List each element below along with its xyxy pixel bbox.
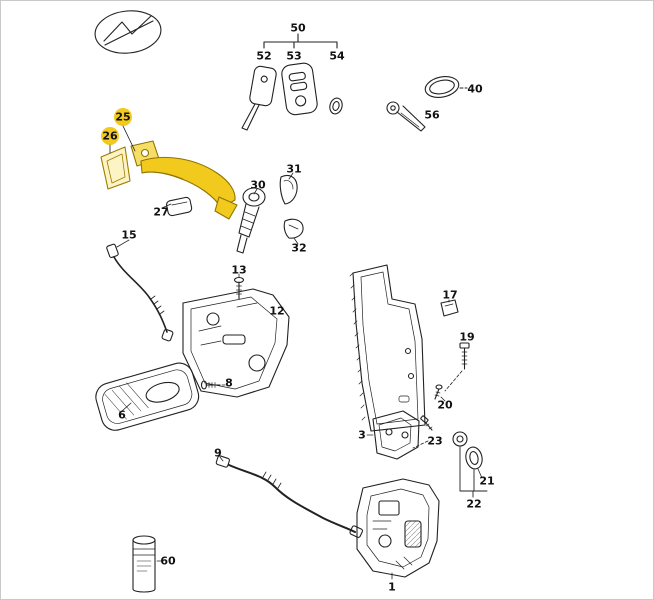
part-label-21: 21 <box>479 474 495 488</box>
part-40-gasket <box>424 76 468 98</box>
part-label-19: 19 <box>459 330 475 344</box>
part-label-6: 6 <box>118 408 126 422</box>
part-53-remote-key <box>281 62 318 116</box>
bracket-50 <box>263 33 338 49</box>
part-label-22: 22 <box>466 497 482 511</box>
part-19-screw <box>444 342 470 392</box>
part-23-screw <box>412 415 433 449</box>
highlight-badges <box>101 108 132 145</box>
part-label-8: 8 <box>225 376 233 390</box>
part-60-grease-tube <box>132 535 163 593</box>
part-20-screw <box>434 384 443 400</box>
part-label-17: 17 <box>442 288 458 302</box>
part-label-53: 53 <box>286 49 302 63</box>
part-label-9: 9 <box>214 446 222 460</box>
part-label-50: 50 <box>290 21 306 35</box>
part-52-key <box>241 65 277 131</box>
part-label-60: 60 <box>160 554 176 568</box>
part-17-clip <box>440 299 459 317</box>
part-27-cap <box>166 196 193 217</box>
part-label-3: 3 <box>358 428 366 442</box>
part-label-52: 52 <box>256 49 272 63</box>
part-label-32: 32 <box>291 241 307 255</box>
part-label-54: 54 <box>329 49 345 63</box>
part-label-31: 31 <box>286 162 302 176</box>
part-label-23: 23 <box>427 434 443 448</box>
part-label-15: 15 <box>121 228 137 242</box>
part-9-bowden-cable <box>215 455 364 538</box>
brand-logo-icon <box>94 10 162 54</box>
part-label-1: 1 <box>388 580 396 594</box>
part-label-25: 25 <box>115 110 131 124</box>
part-label-40: 40 <box>467 82 483 96</box>
part-label-20: 20 <box>437 398 453 412</box>
part-label-12: 12 <box>269 304 285 318</box>
part-21-grommets <box>452 431 483 479</box>
part-15-cable <box>106 243 174 342</box>
bracket-22 <box>459 446 488 498</box>
door-frame-section <box>349 264 426 432</box>
part-54-ring <box>329 97 343 115</box>
part-label-27: 27 <box>153 205 169 219</box>
part-31-cap <box>279 174 298 205</box>
leader-lines <box>109 125 450 462</box>
part-32-cap <box>283 218 304 239</box>
part-label-30: 30 <box>250 178 266 192</box>
part-8-screw <box>200 380 226 390</box>
part-13-screw <box>233 276 245 300</box>
part-6-trim <box>95 362 200 431</box>
part-label-13: 13 <box>231 263 247 277</box>
part-26-handle-cap <box>100 146 131 190</box>
part-label-56: 56 <box>424 108 440 122</box>
part-56-key-blank <box>386 101 426 132</box>
part-25-door-handle <box>130 140 238 220</box>
part-12-carrier-plate <box>182 288 290 398</box>
part-label-26: 26 <box>102 129 118 143</box>
part-3-bracket <box>366 410 420 460</box>
part-1-door-lock <box>356 478 440 580</box>
part-30-lock-cylinder <box>236 187 266 254</box>
